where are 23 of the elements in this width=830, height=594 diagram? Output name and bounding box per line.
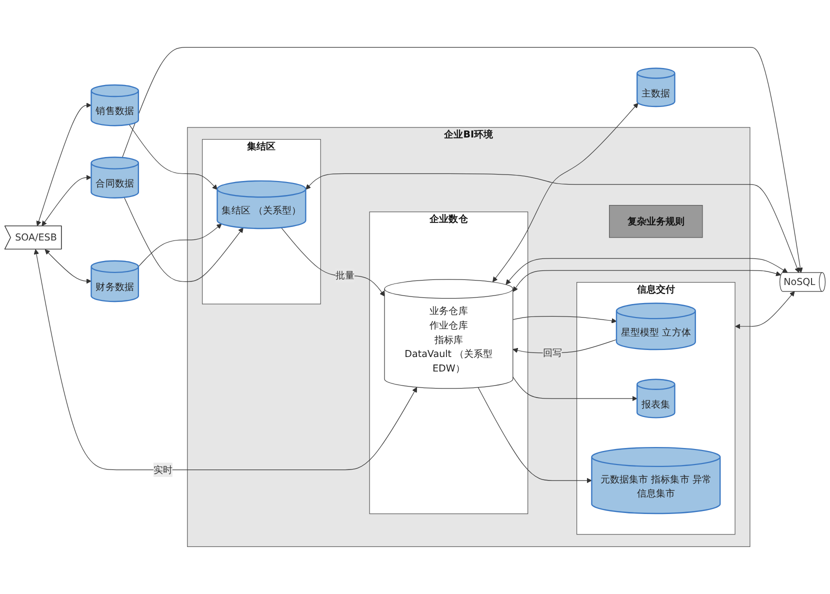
arrow — [512, 376, 638, 402]
edge-label: 实时 — [153, 464, 172, 476]
node-text: NoSQL — [784, 276, 816, 288]
arrow — [34, 249, 418, 470]
arrow — [122, 47, 803, 273]
edge-label: 回写 — [542, 346, 562, 358]
edge-label: 批量 — [336, 270, 355, 282]
arrow — [512, 270, 782, 292]
arrow — [506, 258, 788, 285]
arrow — [512, 316, 617, 324]
arrow — [492, 102, 638, 282]
arrow — [124, 197, 244, 282]
arrow — [128, 124, 218, 190]
arrow — [44, 249, 92, 284]
arrow — [735, 291, 795, 329]
arrow — [36, 102, 92, 226]
arrow — [138, 224, 222, 268]
arrow — [306, 173, 800, 273]
arrow — [512, 339, 617, 354]
arrow — [42, 174, 92, 226]
node-box: 复杂业务规则 — [609, 205, 703, 238]
arrow — [478, 387, 592, 484]
arrow — [280, 227, 385, 296]
